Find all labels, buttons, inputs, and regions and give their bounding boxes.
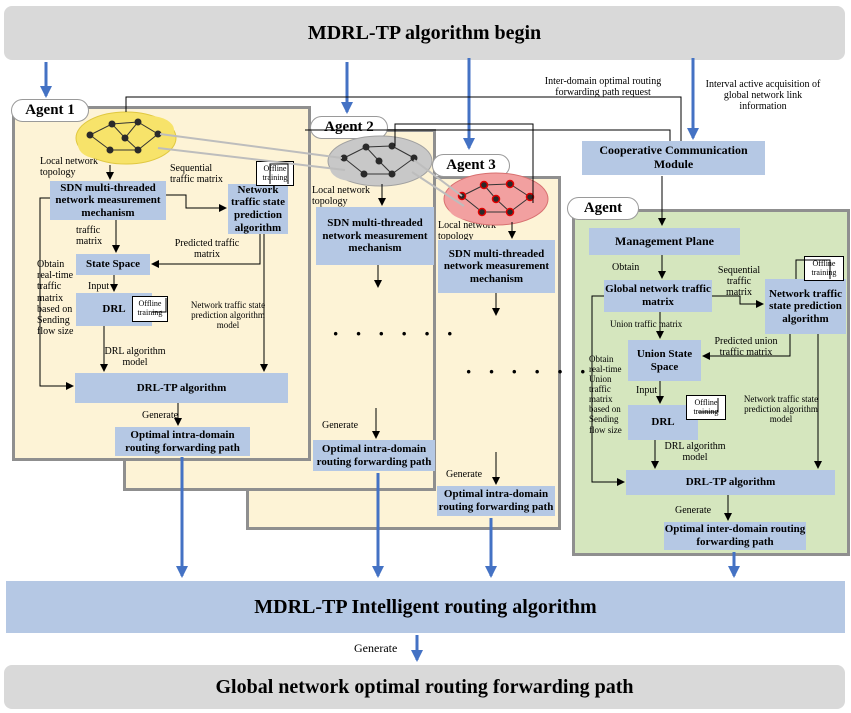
union-state-box: Union State Space xyxy=(628,340,701,381)
agent-sequential-label: Sequential traffic matrix xyxy=(717,265,761,299)
agent1-drltp-box: DRL-TP algorithm xyxy=(75,373,288,403)
agent1-drl-offline-box: Offline training xyxy=(132,296,168,322)
agent1-prediction-box: Network traffic state prediction algorit… xyxy=(228,184,288,234)
agent3-sdn-box: SDN multi-threaded network measurement m… xyxy=(438,240,555,293)
agent1-local-topology-label: Local network topology xyxy=(40,156,99,179)
agent1-output-box: Optimal intra-domain routing forwarding … xyxy=(115,427,250,456)
agent1-drl-offline-label: Offline training xyxy=(137,299,163,317)
agent1-predicted-label: Predicted traffic matrix xyxy=(174,238,240,261)
agent1-input-label: Input xyxy=(88,281,110,292)
agent3-local-topology-label: Local network topology xyxy=(438,220,497,243)
inter-domain-links xyxy=(157,133,465,207)
agent2-local-topology-label: Local network topology xyxy=(312,185,371,208)
agent3-sdn-label: SDN multi-threaded network measurement m… xyxy=(443,247,550,285)
agent1-sdn-label: SDN multi-threaded network measurement m… xyxy=(55,181,161,219)
agent-tag-label: Agent xyxy=(583,200,623,216)
agent1-traffic-matrix-label: traffic matrix xyxy=(76,225,103,248)
agent-prediction-label: Network traffic state prediction algorit… xyxy=(769,287,842,325)
agent1-arrows xyxy=(39,163,289,426)
banner-title: Global network optimal routing forwardin… xyxy=(215,675,634,698)
agent3-network-cloud xyxy=(443,172,549,226)
agent2-arrows xyxy=(372,184,386,439)
agent1-tag: Agent 1 xyxy=(11,99,89,122)
agent-obtain-label: Obtain xyxy=(612,262,640,273)
agent1-generate-label: Generate xyxy=(142,410,179,421)
agent-drl-model-label: DRL algorithm model xyxy=(664,441,726,464)
management-plane-label: Management Plane xyxy=(615,233,714,248)
agent2-output-box: Optimal intra-domain routing forwarding … xyxy=(313,440,435,471)
agent2-tag-label: Agent 2 xyxy=(324,119,374,135)
agent1-state-space-box: State Space xyxy=(76,254,150,275)
coop-connectors xyxy=(125,96,682,226)
agent3-arrows xyxy=(492,222,516,485)
agent1-drltp-label: DRL-TP algorithm xyxy=(136,381,227,394)
agent1-network-cloud xyxy=(75,111,177,165)
union-state-label: Union State Space xyxy=(636,347,693,373)
agent2-output-label: Optimal intra-domain routing forwarding … xyxy=(316,442,432,468)
agent-prediction-model-label: Network traffic state prediction algorit… xyxy=(743,394,819,425)
agent-output-label: Optimal inter-domain routing forwarding … xyxy=(664,523,806,548)
agent2-sdn-label: SDN multi-threaded network measurement m… xyxy=(322,217,428,255)
predicted-union-label: Predicted union traffic matrix xyxy=(714,336,778,359)
agent1-prediction-label: Network traffic state prediction algorit… xyxy=(230,183,286,234)
banner-title: MDRL-TP Intelligent routing algorithm xyxy=(254,595,597,618)
global-matrix-box: Global network traffic matrix xyxy=(604,280,712,312)
agent2-generate-label: Generate xyxy=(322,420,359,431)
global-path-banner: Global network optimal routing forwardin… xyxy=(4,665,845,709)
generate-label: Generate xyxy=(354,641,398,655)
agent3-ellipsis: · · · · · · xyxy=(465,359,592,384)
coop-module-box: Cooperative Communication Module xyxy=(582,141,765,175)
agent1-drl-model-label: DRL algorithm model xyxy=(104,346,166,369)
agent3-output-label: Optimal intra-domain routing forwarding … xyxy=(438,488,554,513)
agent1-prediction-model-label: Network traffic state prediction algorit… xyxy=(190,300,266,331)
coop-acquisition-label: Interval active acquisition of global ne… xyxy=(705,79,821,113)
agent2-ellipsis: · · · · · · xyxy=(332,321,459,346)
management-plane-box: Management Plane xyxy=(589,228,740,255)
agent-tag: Agent xyxy=(567,197,639,220)
agent-offline-label: Offline training xyxy=(811,258,837,277)
coop-request-label: Inter-domain optimal routing forwarding … xyxy=(544,76,662,99)
agent3-output-box: Optimal intra-domain routing forwarding … xyxy=(437,486,555,516)
agent-arrows xyxy=(591,255,831,521)
agent1-offline-label: Offline training xyxy=(262,163,288,182)
agent1-state-space-label: State Space xyxy=(85,258,141,271)
agent1-sequential-label: Sequential traffic matrix xyxy=(170,163,223,186)
intelligent-routing-banner: MDRL-TP Intelligent routing algorithm xyxy=(6,581,845,633)
agent-output-box: Optimal inter-domain routing forwarding … xyxy=(664,522,806,550)
agent1-output-label: Optimal intra-domain routing forwarding … xyxy=(125,428,240,454)
agent-drl-offline-box: Offline training xyxy=(686,395,726,420)
banner-title: MDRL-TP algorithm begin xyxy=(307,21,542,44)
agent-obtain-realtime-label: Obtain real-time Union traffic matrix ba… xyxy=(589,354,622,435)
blue-flow-arrows xyxy=(40,58,740,662)
agent-prediction-box: Network traffic state prediction algorit… xyxy=(765,279,846,334)
agent1-obtain-label: Obtain real-time traffic matrix based on… xyxy=(37,259,74,338)
agent-drl-offline-label: Offline training xyxy=(693,397,719,416)
agent-input-label: Input xyxy=(636,385,658,396)
agent1-drl-label: DRL xyxy=(102,303,126,316)
agent2-network-cloud xyxy=(327,135,433,187)
agent1-tag-label: Agent 1 xyxy=(25,102,75,118)
agent1-sdn-box: SDN multi-threaded network measurement m… xyxy=(50,181,166,220)
agent3-tag-label: Agent 3 xyxy=(446,157,496,173)
agent-drltp-box: DRL-TP algorithm xyxy=(626,470,835,495)
union-matrix-label: Union traffic matrix xyxy=(610,319,683,329)
agent-drltp-label: DRL-TP algorithm xyxy=(685,476,776,489)
agent-drl-label: DRL xyxy=(651,416,675,429)
agent2-sdn-box: SDN multi-threaded network measurement m… xyxy=(316,207,434,265)
global-matrix-label: Global network traffic matrix xyxy=(605,283,711,308)
agent-panel xyxy=(572,209,850,556)
coop-module-label: Cooperative Communication Module xyxy=(599,143,748,171)
agent2-tag: Agent 2 xyxy=(310,116,388,139)
algorithm-begin-banner: MDRL-TP algorithm begin xyxy=(4,6,845,60)
agent3-generate-label: Generate xyxy=(446,469,483,480)
agent-generate-label: Generate xyxy=(675,505,712,516)
